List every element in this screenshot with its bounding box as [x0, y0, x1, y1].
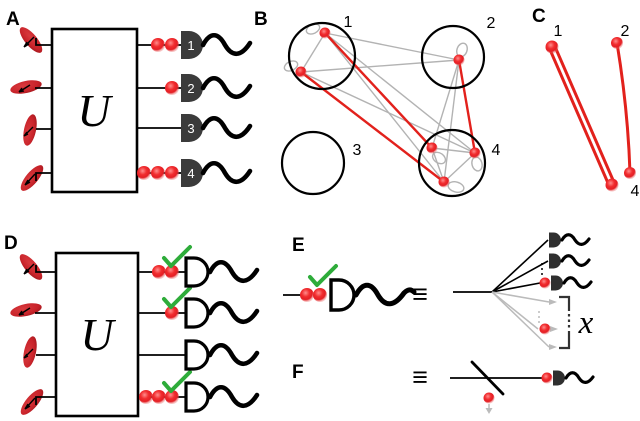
squeezed-state-icon [23, 114, 37, 146]
detector-3-icon [181, 114, 203, 142]
beamsplitter-icon [470, 360, 505, 396]
panel-e-label: E [292, 235, 305, 256]
panel-b-label: B [254, 9, 268, 30]
fiber-wave-icon [564, 371, 595, 384]
photon-dots [139, 265, 179, 404]
fiber-wave-icon [200, 33, 253, 57]
photon-dots [137, 38, 179, 180]
bracket-icon [559, 295, 571, 350]
photon-dot [539, 277, 551, 289]
fiber-wave-icon [207, 260, 260, 284]
loss-arrow-icon [485, 404, 493, 414]
small-detector-icon [553, 370, 565, 386]
open-detector-icon [184, 256, 210, 288]
photon-dot [541, 372, 553, 384]
fiber-wave-icon [207, 301, 260, 325]
panel-d-label: D [4, 233, 18, 254]
panel-b: B [254, 9, 501, 198]
panel-f: F ≡ [292, 360, 595, 414]
cluster-1-label: 1 [344, 14, 353, 31]
graph-vertices [295, 27, 481, 188]
detector-2-icon [181, 74, 203, 102]
fiber-wave-icon [200, 116, 253, 140]
unitary-box [50, 27, 139, 194]
vertex-2-label: 2 [621, 23, 630, 40]
multigraph-vertices [545, 37, 636, 192]
squeezed-state-icon [23, 336, 37, 368]
fiber-wave-icon [200, 161, 253, 185]
vertex-1-label: 1 [554, 23, 563, 40]
squeezed-state-icon [10, 80, 42, 94]
fiber-wave-icon [207, 385, 260, 409]
open-detector-icon [329, 278, 356, 312]
open-detector-icon [184, 297, 210, 329]
fiber-wave-icon [560, 254, 591, 267]
vertex-4-label: 4 [631, 183, 640, 200]
open-detector-icon [184, 339, 210, 371]
squeezed-state-icon [19, 254, 43, 280]
small-detector-icon [549, 253, 561, 269]
multigraph-edges [548, 41, 632, 188]
detector-4-icon [181, 159, 203, 187]
small-detector-icon [551, 275, 563, 291]
unitary-symbol: U [77, 85, 113, 136]
checkmark-icon [308, 264, 338, 287]
unitary-symbol: U [80, 309, 116, 360]
fan-loss-wires [491, 291, 558, 350]
graph-red-edges [300, 32, 477, 183]
panel-e: E ≡ [283, 232, 594, 350]
panel-c: C 1 2 4 [532, 6, 640, 200]
panel-a-label: A [6, 9, 20, 30]
input-wires [35, 38, 52, 181]
cluster-2-label: 2 [487, 15, 496, 32]
detector-1-number: 1 [187, 38, 194, 53]
photon-dot [539, 323, 551, 335]
squeezed-state-icon [10, 303, 42, 317]
fiber-wave-icon [562, 276, 593, 289]
cluster-3-label: 3 [353, 142, 362, 159]
lost-photon-dot [483, 392, 495, 404]
detector-1-icon [181, 31, 203, 59]
detector-2-number: 2 [187, 81, 194, 96]
equivalence-symbol: ≡ [412, 362, 428, 392]
panel-a: A U [6, 9, 253, 194]
fiber-wave-icon [207, 343, 260, 367]
squeezed-state-icon [20, 389, 44, 415]
equivalence-symbol: ≡ [412, 279, 428, 309]
detector-4-number: 4 [187, 166, 194, 181]
cluster-4-label: 4 [492, 142, 501, 159]
panel-d: D U [4, 233, 260, 418]
fiber-wave-icon [353, 282, 417, 307]
loss-multiplier-label: x [578, 305, 594, 341]
open-detector-icon [184, 381, 210, 413]
cluster-circles [280, 21, 487, 198]
small-detector-icon [549, 232, 561, 248]
squeezed-state-icon [19, 27, 43, 53]
fiber-wave-icon [200, 76, 253, 100]
input-wires [35, 265, 56, 405]
checkmark-icon [162, 245, 192, 393]
panel-c-label: C [532, 6, 546, 27]
squeezed-state-icon [20, 165, 44, 191]
fan-detected-wires [491, 239, 549, 293]
fiber-wave-icon [560, 233, 591, 246]
graph-gray-edges [300, 32, 476, 183]
detector-3-number: 3 [187, 121, 194, 136]
output-wires [138, 271, 186, 398]
photon-dots [300, 288, 327, 302]
output-wires [137, 44, 181, 174]
panel-f-label: F [292, 362, 304, 383]
unitary-box [54, 251, 140, 418]
